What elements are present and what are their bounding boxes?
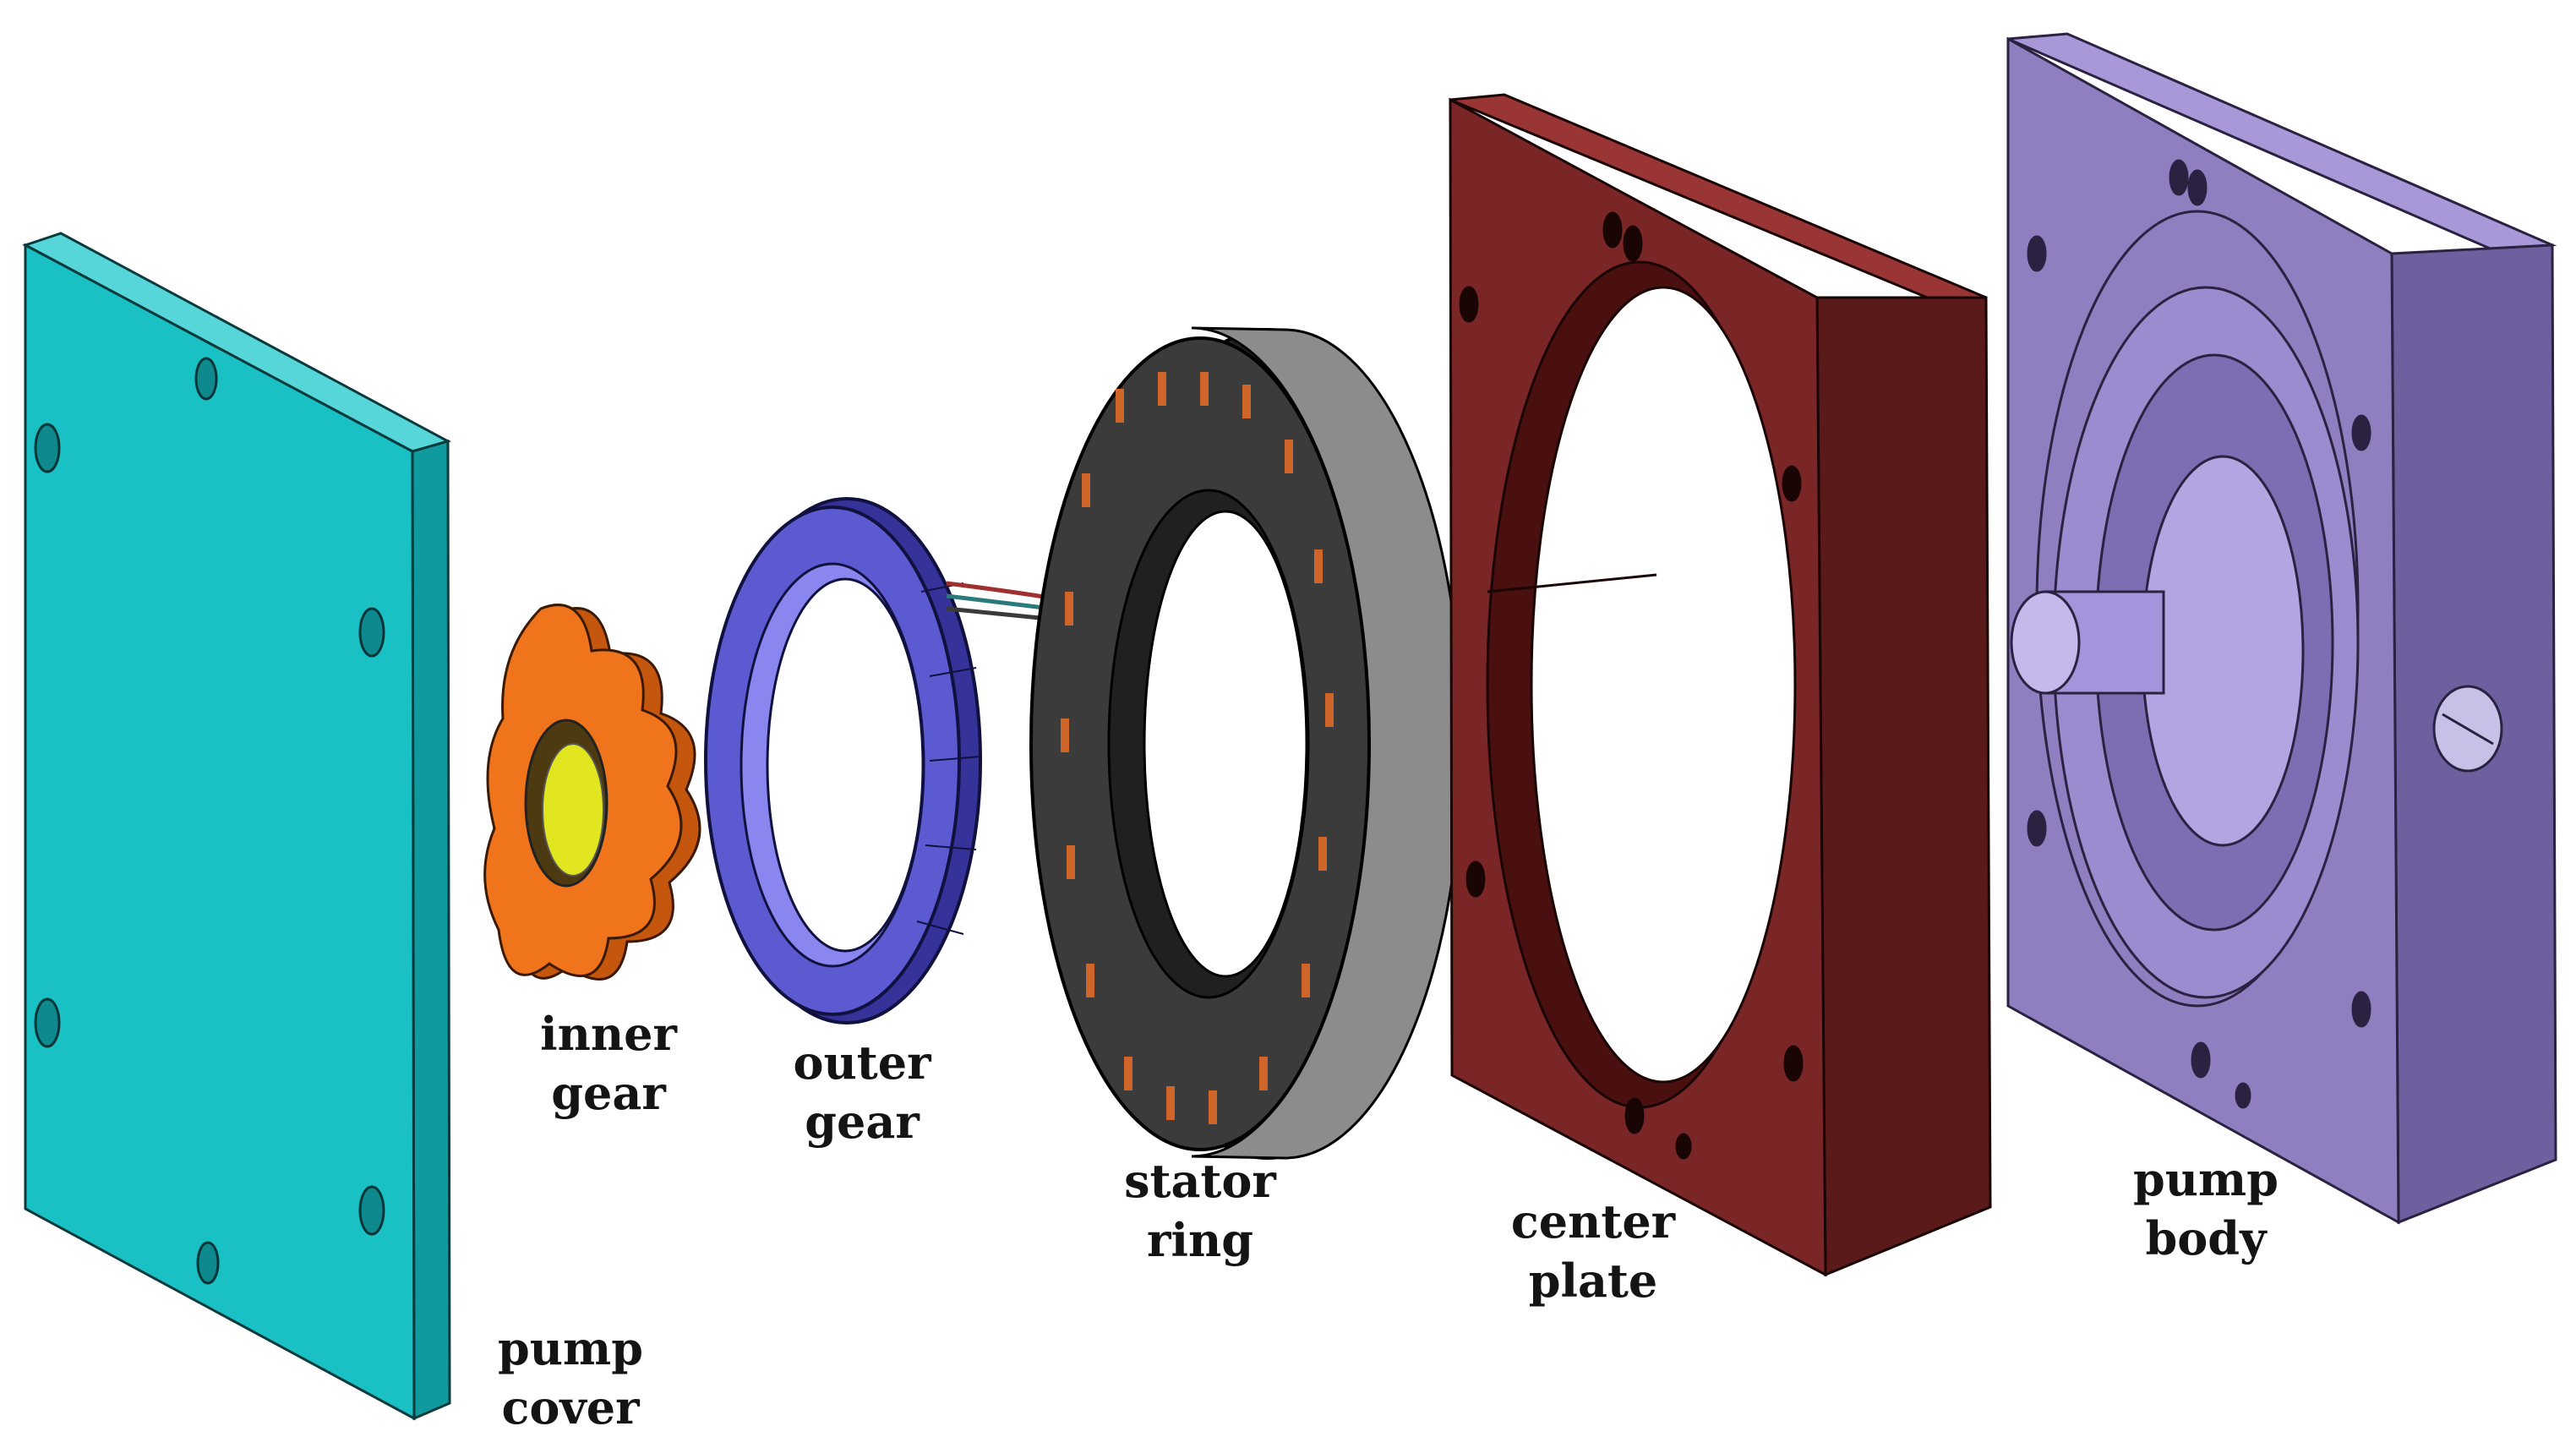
label-pump-cover-line2: cover [501, 1380, 640, 1434]
label-pump-cover: pump cover [473, 1319, 668, 1437]
inner-gear-part [483, 604, 701, 981]
label-stator-ring-line2: ring [1147, 1213, 1253, 1267]
stator-ring-part [1029, 326, 1464, 1160]
label-center-plate-line1: center [1510, 1194, 1676, 1249]
label-inner-gear-line2: gear [551, 1066, 666, 1120]
pump-body-part [2006, 32, 2557, 1225]
label-inner-gear-line1: inner [540, 1007, 677, 1061]
label-center-plate: center plate [1492, 1192, 1695, 1310]
label-pump-body-line2: body [2145, 1211, 2267, 1265]
outer-gear-part [704, 497, 982, 1025]
label-pump-body-line1: pump [2133, 1152, 2279, 1206]
label-pump-body: pump body [2104, 1150, 2307, 1268]
label-center-plate-line2: plate [1528, 1254, 1658, 1308]
label-outer-gear-line1: outer [793, 1035, 931, 1090]
pump-cover-part [22, 232, 451, 1421]
label-outer-gear-line2: gear [805, 1095, 920, 1149]
center-plate-part [1449, 93, 1992, 1277]
label-stator-ring-line1: stator [1124, 1154, 1276, 1208]
label-pump-cover-line1: pump [498, 1321, 643, 1375]
label-outer-gear: outer gear [769, 1033, 955, 1151]
label-stator-ring: stator ring [1099, 1151, 1302, 1270]
label-inner-gear: inner gear [516, 1004, 701, 1123]
